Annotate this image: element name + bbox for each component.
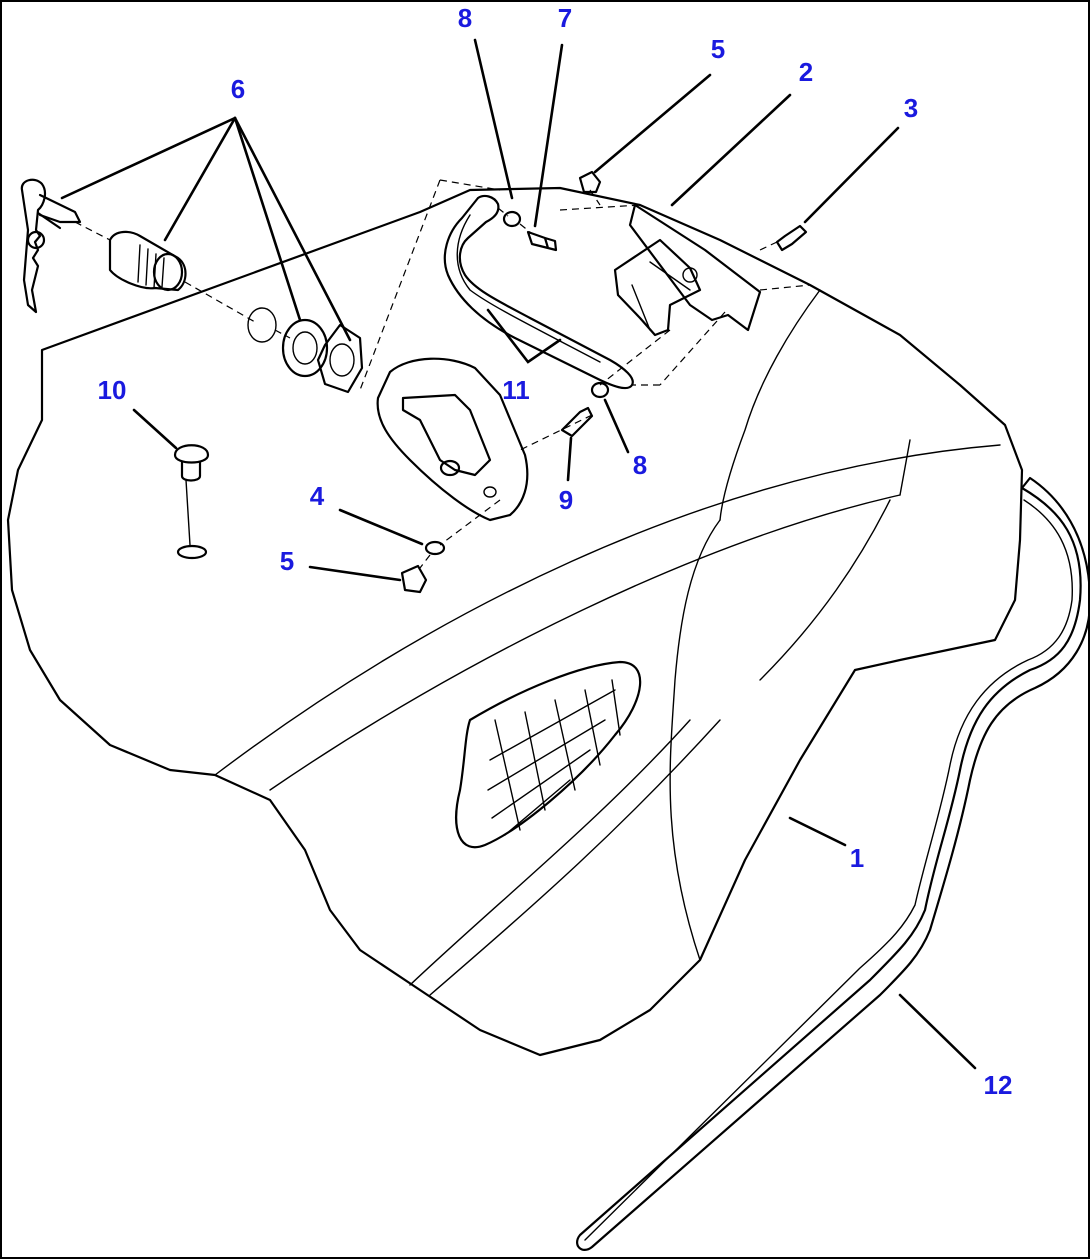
seal-strip-part <box>576 476 1090 1251</box>
washer-4 <box>424 540 446 556</box>
screw-3 <box>775 224 808 252</box>
washer-top <box>502 210 522 228</box>
bolt-7 <box>526 230 558 252</box>
washer-lower <box>590 381 610 399</box>
callout-5-top: 5 <box>710 34 726 64</box>
bolt-9 <box>560 406 594 438</box>
callout-7: 7 <box>557 3 573 33</box>
callout-6: 6 <box>230 74 246 104</box>
callout-8-lower: 8 <box>632 450 648 480</box>
latch-bracket-part <box>613 203 762 337</box>
lock-keys-part <box>20 178 187 314</box>
callout-2: 2 <box>798 57 814 87</box>
callout-9: 9 <box>558 485 574 515</box>
callout-12: 12 <box>983 1070 1013 1100</box>
plug-10 <box>173 444 210 464</box>
callout-4: 4 <box>309 481 325 511</box>
callout-11: 11 <box>502 375 530 405</box>
lock-washer-nut-part <box>247 307 364 394</box>
cover-panel-part <box>6 186 1024 1057</box>
leader-lines <box>60 38 977 1070</box>
callout-10: 10 <box>97 375 127 405</box>
callout-1: 1 <box>849 843 865 873</box>
nut-5-lower <box>400 564 428 594</box>
striker-plate-part <box>376 357 529 522</box>
handle-part <box>443 194 634 390</box>
small-hardware <box>173 170 808 594</box>
assembly-centerlines <box>74 179 811 569</box>
callout-5-lower: 5 <box>279 546 295 576</box>
callout-3: 3 <box>903 93 919 123</box>
nut-5-top <box>578 170 602 194</box>
callout-8-top: 8 <box>457 3 473 33</box>
